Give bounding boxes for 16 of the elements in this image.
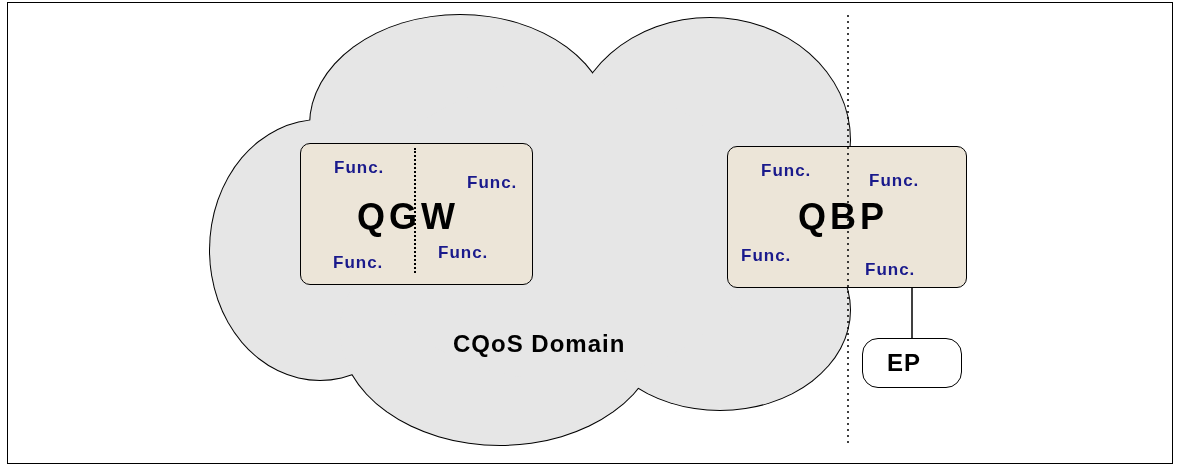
function-label: Func. <box>741 247 792 264</box>
boundary-box <box>727 146 967 288</box>
function-label: Func. <box>467 174 518 191</box>
connector-line <box>911 287 913 339</box>
function-label: Func. <box>438 244 489 261</box>
box-title: EP <box>887 351 921 375</box>
function-label: Func. <box>333 254 384 271</box>
function-label: Func. <box>334 159 385 176</box>
function-label: Func. <box>761 162 812 179</box>
function-label: Func. <box>865 261 916 278</box>
endpoint-box <box>862 338 962 388</box>
box-title: QBP <box>798 199 888 235</box>
function-label: Func. <box>869 172 920 189</box>
domain-label: CQoS Domain <box>453 332 626 356</box>
box-title: QGW <box>357 199 459 235</box>
gateway-box <box>300 143 533 285</box>
